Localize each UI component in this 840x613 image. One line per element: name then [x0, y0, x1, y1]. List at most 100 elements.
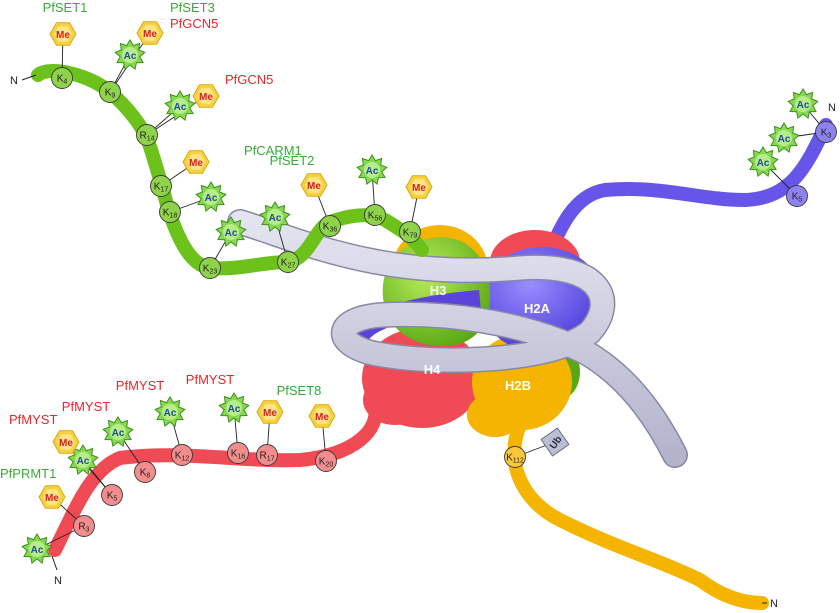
- mod-label-ac-h2a-k3: Ac: [797, 100, 810, 111]
- mod-me-h4-r17: Me: [256, 400, 284, 424]
- mod-ub-h2b-k112: Ub: [540, 427, 570, 457]
- mod-ac-h4-r3: Ac: [21, 533, 53, 565]
- mod-ac-h4-k16: Ac: [218, 392, 250, 424]
- residue-h4-k12: K12: [171, 444, 193, 466]
- mod-ac-k27: Ac: [259, 201, 291, 233]
- enzyme-pfgcn5-mid: PfGCN5: [225, 72, 273, 87]
- residue-label-h4-k8: K8: [140, 468, 151, 480]
- residue-label-h3-k4: K4: [57, 74, 68, 86]
- residue-label-h4-k5: K5: [107, 491, 118, 503]
- residue-h3-k4: K4: [51, 67, 73, 89]
- h2b-tail: [507, 418, 769, 610]
- residue-label-h3-k9: K9: [105, 88, 116, 100]
- mod-label-me-h4-r17: Me: [263, 408, 277, 419]
- mod-label-ac-h4-k16: Ac: [228, 404, 241, 415]
- enzyme-pfgcn5-top: PfGCN5: [170, 16, 218, 31]
- core-label-h2b: H2B: [505, 378, 531, 393]
- mod-label-ac-h4-k5: Ac: [77, 456, 90, 467]
- enzyme-pfset1: PfSET1: [43, 0, 88, 15]
- h2a-tail: [538, 118, 833, 272]
- mod-ac-h4-k5: Ac: [67, 444, 99, 476]
- mod-label-me-h4-k5: Me: [59, 438, 73, 449]
- mod-ac-h2a-k3: Ac: [787, 88, 819, 120]
- enzyme-pfmyst-2: PfMYST: [186, 372, 234, 387]
- residue-h4-k16: K16: [227, 442, 249, 464]
- mod-label-me-h4-k20: Me: [315, 412, 329, 423]
- mod-label-ac-k18: Ac: [205, 193, 218, 204]
- mod-label-ac-h2a-a: Ac: [778, 134, 791, 145]
- residue-h3-k56: K56: [364, 204, 386, 226]
- mod-label-ac-k23: Ac: [225, 228, 238, 239]
- enzyme-pfprmt1: PfPRMT1: [0, 466, 56, 481]
- mod-me-k4: Me: [49, 22, 77, 46]
- mod-label-me-k79: Me: [412, 183, 426, 194]
- mod-me-k36: Me: [300, 173, 328, 197]
- residue-h2a-k3: K3: [815, 121, 837, 143]
- mod-label-me-k36: Me: [307, 181, 321, 192]
- enzyme-pfcarm1: PfCARM1: [244, 143, 302, 158]
- mod-label-me-r14: Me: [199, 92, 213, 103]
- residue-h4-r3: R3: [73, 515, 95, 537]
- n-terminus-h2b: N: [770, 598, 778, 610]
- residue-h3-k27: K27: [277, 251, 299, 273]
- residue-h3-k79: K79: [399, 221, 421, 243]
- residue-label-h4-r3: R3: [78, 522, 89, 534]
- residue-h2a-k5: K5: [786, 185, 808, 207]
- residue-h4-r17: R17: [256, 444, 278, 466]
- mod-label-me-k4: Me: [56, 30, 70, 41]
- mod-ac-r14: Ac: [164, 90, 196, 122]
- mod-label-ac-r14: Ac: [174, 102, 187, 113]
- modification-markers: MeAcMeAcMeMeAcAcAcMeAcMeAcAcAcAcMeAcMeAc…: [21, 21, 819, 565]
- residue-nodes: K4K9R14K17K18K23K27K36K56K79K3K5R3K5K8K1…: [51, 67, 837, 537]
- mod-label-me-k17: Me: [189, 158, 203, 169]
- residue-h3-k9: K9: [99, 81, 121, 103]
- enzyme-pfmyst-3: PfMYST: [62, 399, 110, 414]
- mod-me-h4-k5: Me: [52, 430, 80, 454]
- mod-label-ac-k9: Ac: [124, 51, 137, 62]
- mod-ac-h2a-a: Ac: [768, 122, 800, 154]
- dna-strand-fill: [228, 210, 687, 467]
- h2b-core-lower: [467, 393, 523, 437]
- mod-label-ac-h4-k12: Ac: [164, 408, 177, 419]
- mod-ac-k18: Ac: [195, 181, 227, 213]
- residue-label-h2a-k3: K3: [821, 128, 832, 140]
- core-label-h4: H4: [424, 362, 441, 377]
- residue-h3-k36: K36: [319, 215, 341, 237]
- mod-label-ac-k27: Ac: [269, 213, 282, 224]
- enzyme-pfset2: PfSET2: [270, 153, 315, 168]
- mod-ac-k9: Ac: [114, 39, 146, 71]
- mod-me-r14: Me: [192, 84, 220, 108]
- mod-label-ac-h2a-k5: Ac: [757, 158, 770, 169]
- mod-ac-k23: Ac: [215, 216, 247, 248]
- mod-ac-h2a-k5: Ac: [747, 146, 779, 178]
- mod-me-h4-k20: Me: [308, 404, 336, 428]
- mod-label-me-h4-r3: Me: [45, 493, 59, 504]
- enzyme-pfmyst-4: PfMYST: [9, 412, 57, 427]
- n-terminus-h4-bond: [51, 555, 58, 571]
- residue-label-h2a-k5: K5: [792, 192, 803, 204]
- residue-h3-k17: K17: [150, 175, 172, 197]
- residue-h4-k8: K8: [134, 461, 156, 483]
- mod-ac-k56: Ac: [356, 154, 388, 186]
- residue-h3-k23: K23: [199, 257, 221, 279]
- n-terminus-h4: N: [54, 575, 62, 587]
- residue-h3-k18: K18: [159, 201, 181, 223]
- h4-tail: [48, 398, 383, 557]
- mod-label-ac-h4-k8: Ac: [112, 428, 125, 439]
- n-terminus-h3-bond: [21, 74, 37, 81]
- mod-label-ac-h4-r3: Ac: [31, 545, 44, 556]
- residue-h3-r14: R14: [136, 124, 158, 146]
- residue-h2b-k112: K112: [504, 446, 526, 468]
- mod-me-k79: Me: [405, 175, 433, 199]
- mod-me-k17: Me: [182, 150, 210, 174]
- mod-me-k9: Me: [136, 21, 164, 45]
- enzyme-pfset3: PfSET3: [170, 0, 215, 15]
- mod-ac-h4-k8: Ac: [102, 416, 134, 448]
- enzyme-pfset8: PfSET8: [277, 383, 322, 398]
- mod-label-me-k9: Me: [143, 29, 157, 40]
- enzyme-pfmyst-1: PfMYST: [116, 378, 164, 393]
- residue-h4-k20: K20: [315, 450, 337, 472]
- mod-ac-h4-k12: Ac: [154, 396, 186, 428]
